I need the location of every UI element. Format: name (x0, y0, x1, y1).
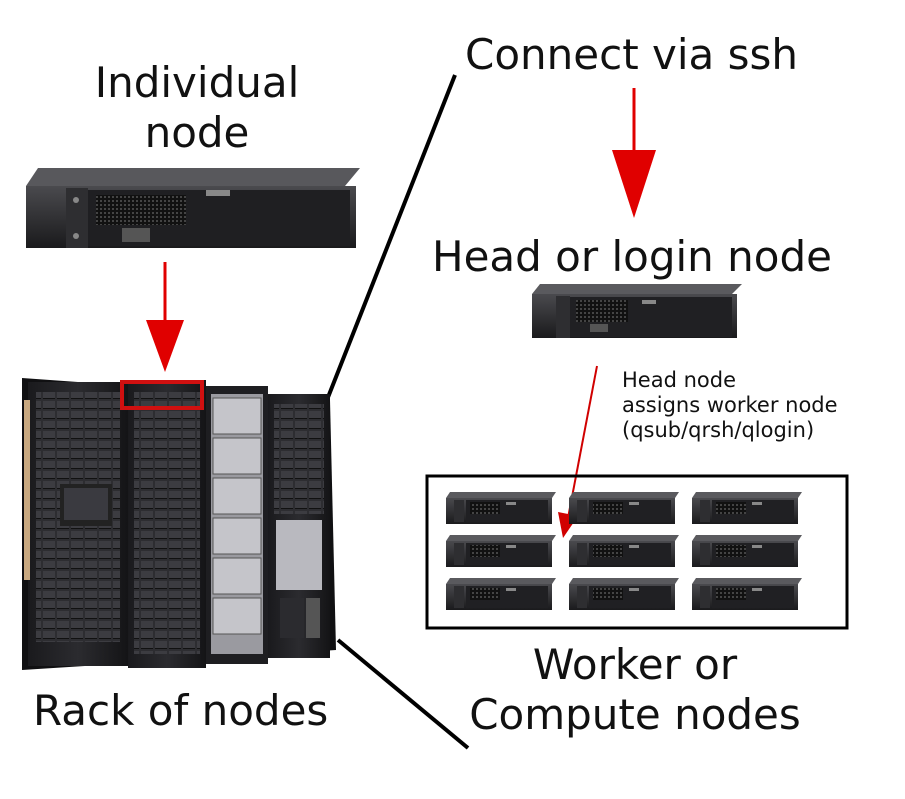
connector-line-top (321, 74, 457, 411)
arrow-ssh-to-head (612, 88, 656, 218)
worker-server (446, 578, 556, 610)
assigns-note: Head node assigns worker node (qsub/qrsh… (622, 368, 838, 443)
assigns-note-line2: assigns worker node (622, 393, 838, 417)
head-node-server (532, 284, 742, 338)
assigns-note-line3: (qsub/qrsh/qlogin) (622, 418, 815, 442)
worker-server (446, 492, 556, 524)
highlighted-node-box (120, 380, 204, 410)
head-node-label: Head or login node (432, 232, 832, 281)
worker-nodes-label-line2: Compute nodes (469, 690, 801, 739)
individual-node-label-line2: node (144, 108, 250, 157)
worker-server (692, 578, 802, 610)
worker-nodes-box (425, 474, 849, 630)
worker-server (692, 492, 802, 524)
rack-label: Rack of nodes (33, 686, 329, 735)
arrow-node-to-rack (146, 262, 184, 372)
worker-nodes-label-line1: Worker or (532, 640, 738, 689)
individual-node-server (26, 168, 360, 248)
individual-node-label: Individual node (82, 58, 312, 158)
individual-node-label-line1: Individual (94, 58, 300, 107)
connector-line-bottom (336, 638, 470, 750)
worker-nodes-label: Worker or Compute nodes (455, 640, 815, 740)
worker-server (569, 578, 679, 610)
rack-of-nodes (22, 378, 336, 670)
assigns-note-line1: Head node (622, 368, 736, 392)
connect-ssh-label: Connect via ssh (465, 30, 799, 79)
worker-server (569, 535, 679, 567)
worker-server (446, 535, 556, 567)
worker-server (569, 492, 679, 524)
worker-nodes-grid (446, 492, 802, 610)
worker-server (692, 535, 802, 567)
